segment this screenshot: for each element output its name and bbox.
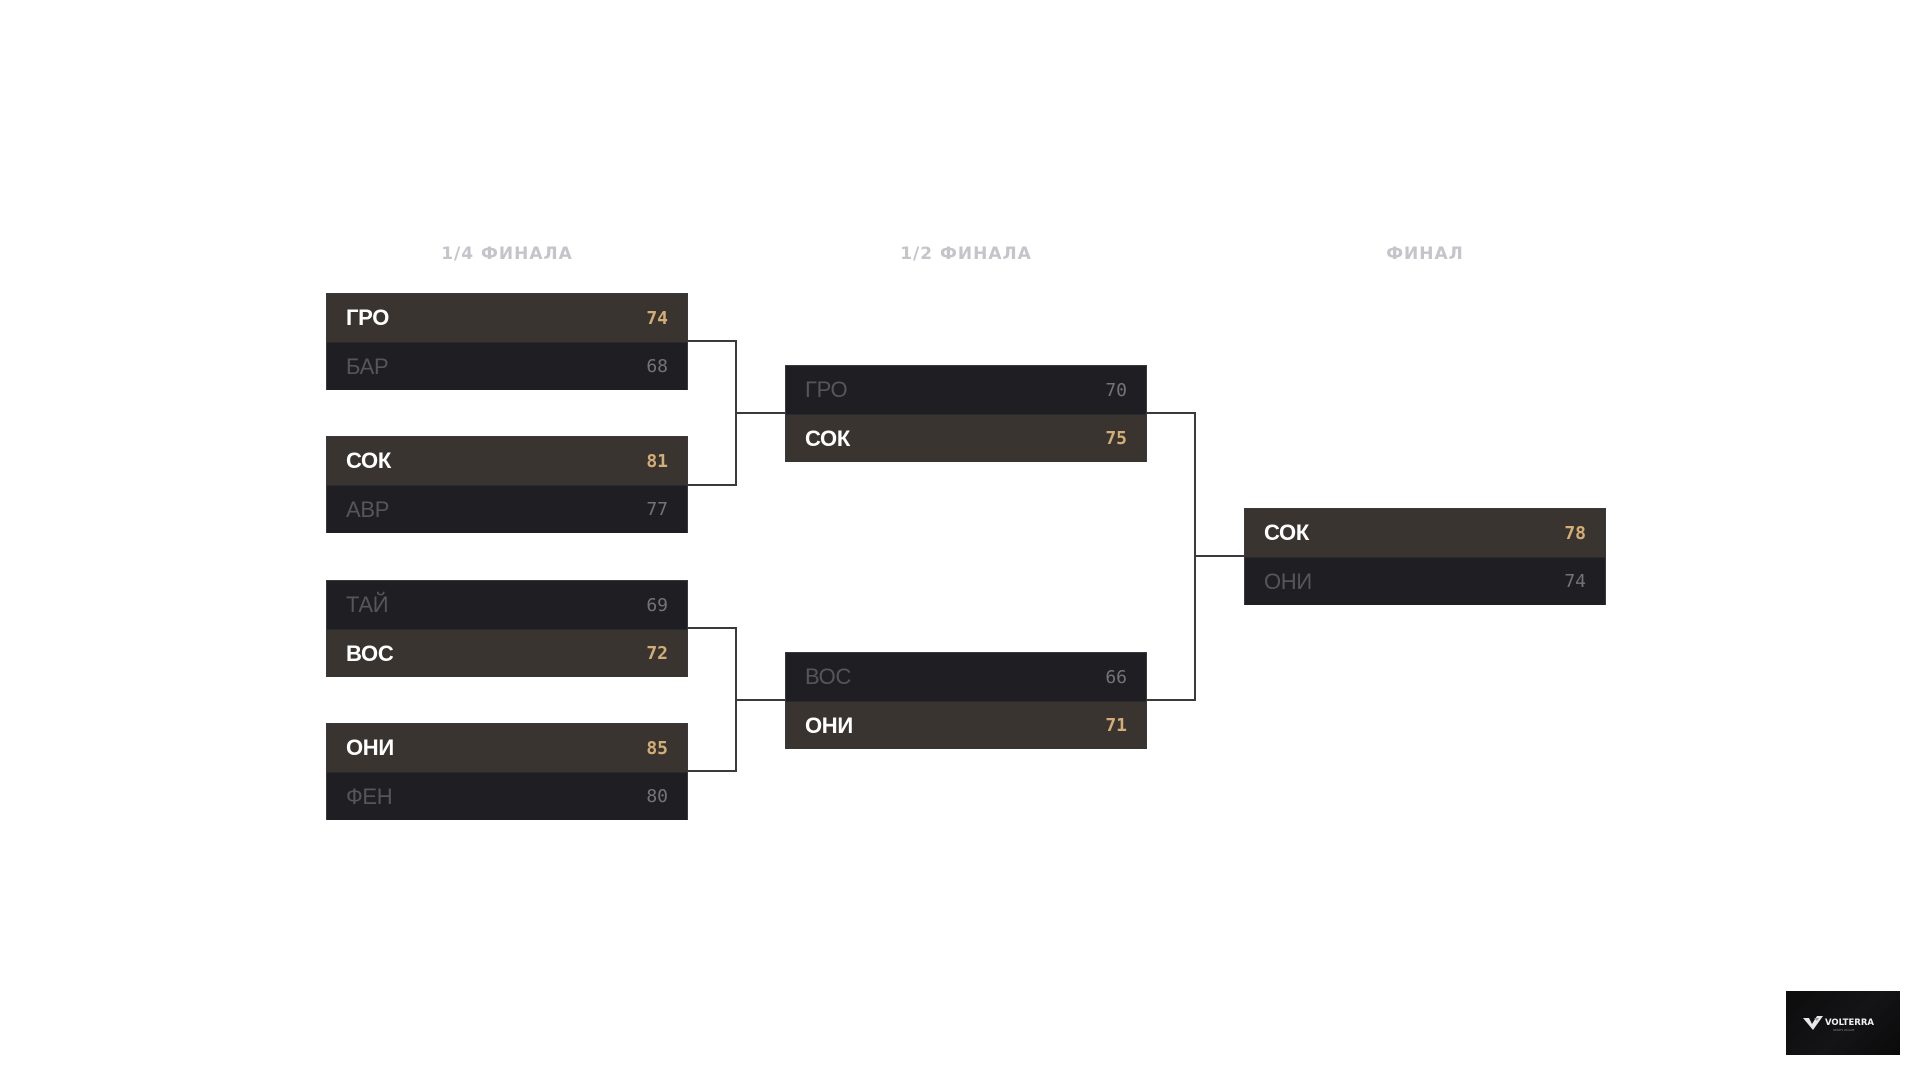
team-row-loser[interactable]: АВР 77 xyxy=(327,485,687,533)
team-score: 81 xyxy=(646,450,668,472)
match-quarterfinal-1[interactable]: ГРО 74 БАР 68 xyxy=(326,293,688,390)
team-name: СОК xyxy=(1264,520,1309,545)
team-name: ГРО xyxy=(346,305,390,330)
team-score: 70 xyxy=(1105,379,1127,401)
round-title-quarterfinals: 1/4 ФИНАЛА xyxy=(441,244,573,264)
team-name: АВР xyxy=(346,496,390,522)
team-name: ОНИ xyxy=(1264,568,1312,594)
team-name: ОНИ xyxy=(346,735,394,760)
team-score: 72 xyxy=(646,643,668,664)
team-row-loser[interactable]: ОНИ 74 xyxy=(1245,557,1605,605)
team-score: 74 xyxy=(646,307,668,329)
volterra-logo-mark: VOLTERRA SPORTS LEAGUE xyxy=(1803,1016,1874,1032)
connector-sf1-sf2 xyxy=(1147,412,1196,701)
team-score: 74 xyxy=(1564,571,1586,592)
team-score: 75 xyxy=(1105,428,1127,449)
team-score: 66 xyxy=(1105,666,1127,688)
team-score: 68 xyxy=(646,356,668,377)
match-semifinal-1[interactable]: ГРО 70 СОК 75 xyxy=(785,365,1147,462)
team-score: 80 xyxy=(646,786,668,807)
team-score: 77 xyxy=(646,499,668,520)
team-name: ТАЙ xyxy=(346,592,389,617)
team-row-loser[interactable]: ФЕН 80 xyxy=(327,772,687,820)
team-score: 85 xyxy=(646,737,668,759)
team-score: 69 xyxy=(646,594,668,616)
team-row-winner[interactable]: ОНИ 71 xyxy=(786,701,1146,749)
round-title-final: ФИНАЛ xyxy=(1386,244,1464,264)
team-score: 71 xyxy=(1105,715,1127,736)
team-name: СОК xyxy=(805,425,850,451)
team-row-loser[interactable]: ВОС 66 xyxy=(786,653,1146,701)
logo-brand-text: VOLTERRA xyxy=(1825,1018,1874,1028)
team-row-winner[interactable]: СОК 81 xyxy=(327,437,687,485)
team-name: СОК xyxy=(346,448,391,473)
match-semifinal-2[interactable]: ВОС 66 ОНИ 71 xyxy=(785,652,1147,749)
match-final[interactable]: СОК 78 ОНИ 74 xyxy=(1244,508,1606,605)
logo-tagline-text: SPORTS LEAGUE xyxy=(1833,1028,1855,1032)
team-row-loser[interactable]: ГРО 70 xyxy=(786,366,1146,414)
team-row-winner[interactable]: ГРО 74 xyxy=(327,294,687,342)
connector-qf3-qf4 xyxy=(688,627,737,772)
team-row-winner[interactable]: ОНИ 85 xyxy=(327,724,687,772)
match-quarterfinal-3[interactable]: ТАЙ 69 ВОС 72 xyxy=(326,580,688,677)
team-score: 78 xyxy=(1564,522,1586,544)
connector-qf1-qf2 xyxy=(688,340,737,486)
team-name: ГРО xyxy=(805,377,848,402)
team-row-loser[interactable]: ТАЙ 69 xyxy=(327,581,687,629)
team-row-winner[interactable]: ВОС 72 xyxy=(327,629,687,677)
team-name: ОНИ xyxy=(805,712,853,738)
team-name: БАР xyxy=(346,353,389,379)
volterra-logo: VOLTERRA SPORTS LEAGUE xyxy=(1786,991,1900,1055)
match-quarterfinal-2[interactable]: СОК 81 АВР 77 xyxy=(326,436,688,533)
team-name: ФЕН xyxy=(346,783,393,809)
round-title-semifinals: 1/2 ФИНАЛА xyxy=(900,244,1032,264)
team-row-loser[interactable]: БАР 68 xyxy=(327,342,687,390)
match-quarterfinal-4[interactable]: ОНИ 85 ФЕН 80 xyxy=(326,723,688,820)
team-name: ВОС xyxy=(346,640,394,666)
team-row-winner[interactable]: СОК 75 xyxy=(786,414,1146,462)
team-row-winner[interactable]: СОК 78 xyxy=(1245,509,1605,557)
team-name: ВОС xyxy=(805,664,852,689)
